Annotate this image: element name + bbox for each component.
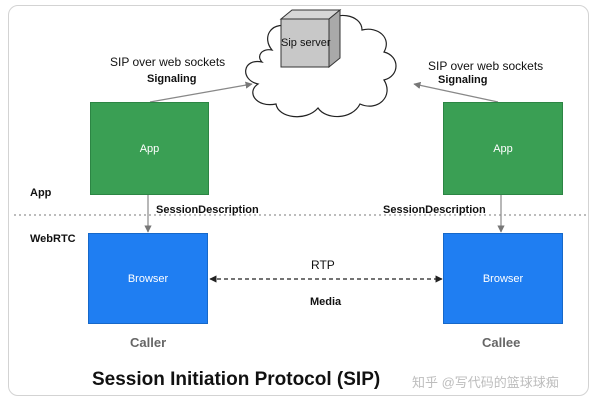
callee-browser-box: Browser (443, 233, 563, 324)
tier-label-app: App (30, 187, 52, 199)
caller-session-label: SessionDescription (156, 204, 259, 216)
caller-signaling-transport: SIP over web sockets (110, 55, 226, 69)
caller-signaling-arrow (149, 81, 253, 103)
callee-signaling-transport: SIP over web sockets (428, 59, 544, 73)
callee-app-label: App (493, 142, 513, 155)
media-protocol-label: RTP (311, 258, 335, 272)
callee-app-box: App (443, 102, 563, 195)
callee-session-label: SessionDescription (383, 204, 486, 216)
watermark-text: 知乎 @写代码的篮球球痴 (412, 375, 559, 390)
diagram-title: Session Initiation Protocol (SIP) (92, 369, 381, 390)
callee-signaling-arrow (413, 81, 499, 103)
caller-browser-box: Browser (88, 233, 208, 324)
caller-role-label: Caller (130, 335, 167, 350)
callee-browser-label: Browser (482, 272, 524, 285)
media-label: Media (310, 296, 342, 308)
sip-server-cube (279, 8, 342, 69)
caller-signaling-label: Signaling (147, 73, 197, 85)
caller-app-box: App (90, 102, 209, 195)
callee-signaling-label: Signaling (438, 74, 488, 86)
sip-server-label: Sip server (281, 37, 331, 49)
caller-app-label: App (139, 142, 160, 155)
tier-label-webrtc: WebRTC (30, 233, 76, 245)
caller-browser-label: Browser (127, 272, 169, 285)
callee-role-label: Callee (482, 335, 521, 350)
